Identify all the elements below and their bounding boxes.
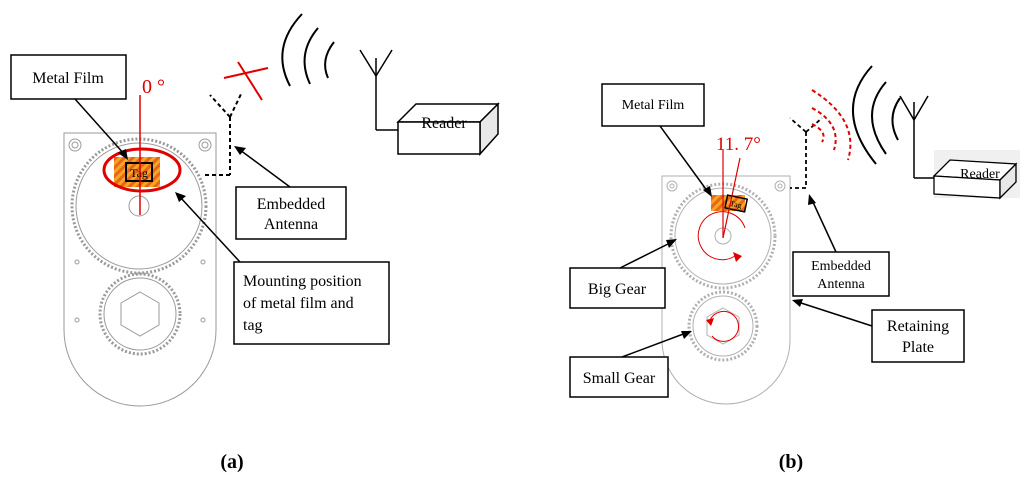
callout-metal-film-a: Metal Film [10, 54, 128, 160]
tag-label-b: Tag [729, 199, 742, 210]
reader-antenna-b [899, 95, 934, 179]
tag-label-a: Tag [130, 166, 148, 180]
reader-antenna-a [359, 49, 402, 131]
callout-retaining-plate-b: Retaining Plate [792, 299, 965, 363]
mounting-ellipse-a [102, 147, 182, 193]
signal-waves-red-b [811, 89, 852, 161]
svg-text:Mounting position: Mounting position [243, 273, 362, 290]
angle-label-b: 11. 7° [716, 134, 761, 155]
angle-label-a: 0 ° [142, 76, 165, 98]
callout-metal-film-b: Metal Film [601, 83, 712, 197]
tag-box-b [724, 194, 749, 213]
reader-device-b: Reader [932, 150, 1020, 200]
retaining-plate-a [63, 132, 217, 407]
svg-text:tag: tag [243, 317, 263, 334]
svg-text:Reader: Reader [421, 115, 467, 132]
metal-film-b [711, 195, 745, 211]
svg-text:Retaining: Retaining [887, 318, 949, 335]
big-gear-a [70, 137, 208, 275]
callout-embedded-antenna-a: Embedded Antenna [234, 146, 347, 240]
small-gear-a [98, 272, 182, 356]
svg-text:Reader: Reader [960, 167, 1000, 182]
svg-text:Metal Film: Metal Film [622, 98, 685, 113]
signal-waves-a [281, 13, 335, 87]
panel-b: Tag 11. 7° [569, 65, 1020, 473]
embedded-antenna-a [205, 91, 243, 176]
blocked-signal-x-a [223, 61, 269, 101]
svg-text:Antenna: Antenna [264, 216, 318, 233]
svg-text:Embedded: Embedded [257, 196, 325, 213]
svg-text:Plate: Plate [902, 339, 934, 356]
svg-text:Metal Film: Metal Film [32, 70, 104, 87]
reader-device-a: Reader [396, 102, 500, 156]
svg-text:of metal film and: of metal film and [243, 295, 354, 312]
svg-text:Embedded: Embedded [811, 259, 871, 274]
panel-a: Tag 0 ° [10, 13, 500, 473]
svg-text:Small Gear: Small Gear [583, 370, 656, 387]
callout-embedded-antenna-b: Embedded Antenna [792, 194, 890, 297]
callout-mounting-position-a: Mounting position of metal film and tag [175, 192, 390, 345]
small-gear-b [687, 290, 759, 362]
embedded-antenna-b [789, 117, 823, 189]
svg-text:Big Gear: Big Gear [588, 281, 647, 298]
tag-box-a [125, 162, 153, 182]
signal-waves-b [851, 65, 901, 165]
caption-a: (a) [220, 451, 243, 473]
callout-big-gear-b: Big Gear [569, 239, 677, 309]
caption-b: (b) [779, 451, 803, 473]
callout-small-gear-b: Small Gear [569, 331, 692, 398]
svg-text:Antenna: Antenna [817, 277, 865, 292]
